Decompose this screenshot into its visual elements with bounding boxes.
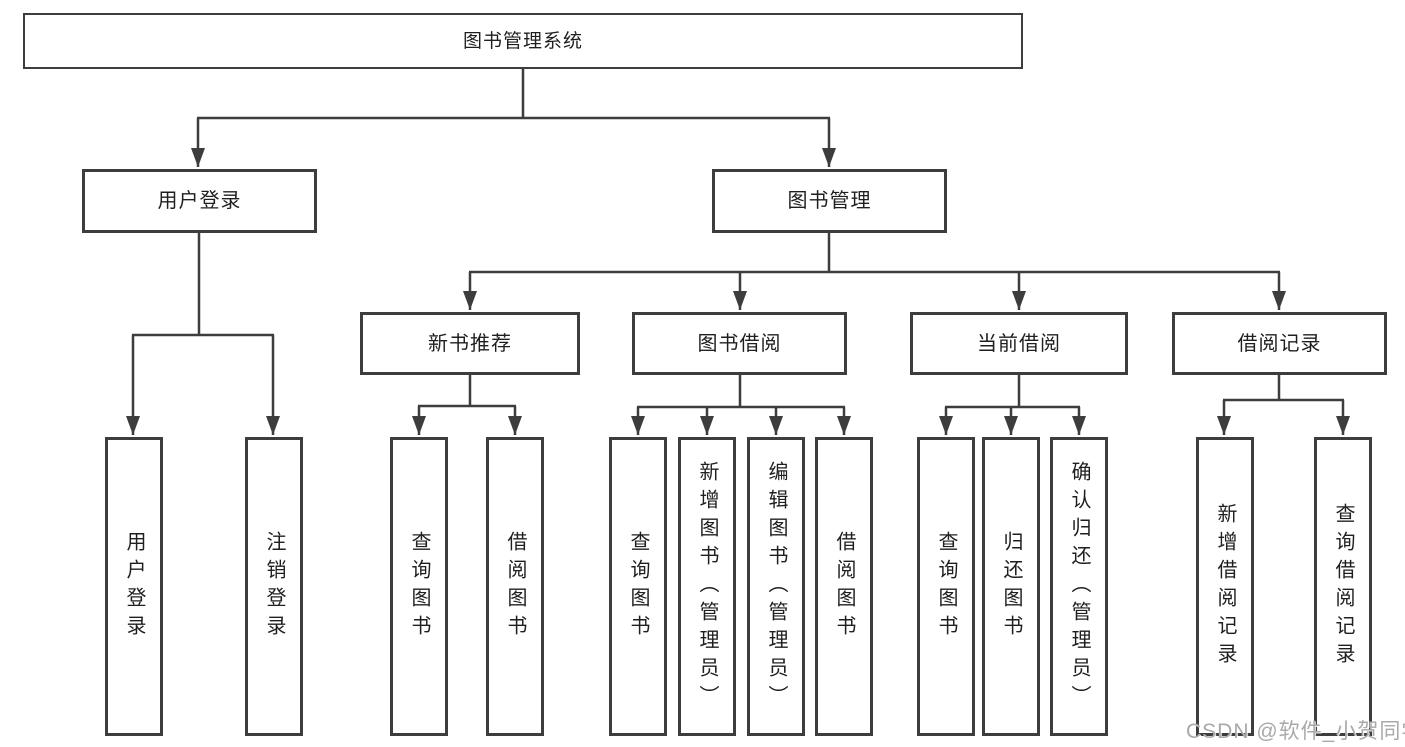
leaf-user-login: 用户登录 bbox=[105, 437, 163, 736]
node-borrow-records: 借阅记录 bbox=[1172, 312, 1387, 375]
leaf-confirm-return-admin: 确认归还（管理员） bbox=[1050, 437, 1108, 736]
node-book-management: 图书管理 bbox=[712, 169, 947, 233]
leaf-return-book: 归还图书 bbox=[982, 437, 1040, 736]
node-root: 图书管理系统 bbox=[23, 13, 1023, 69]
leaf-query-books-recommend: 查询图书 bbox=[390, 437, 448, 736]
leaf-edit-book-admin: 编辑图书（管理员） bbox=[747, 437, 805, 736]
node-user-login: 用户登录 bbox=[82, 169, 317, 233]
leaf-query-books-current: 查询图书 bbox=[917, 437, 975, 736]
leaf-add-borrow-record: 新增借阅记录 bbox=[1196, 437, 1254, 736]
leaf-logout: 注销登录 bbox=[245, 437, 303, 736]
watermark: CSDN @软件_小贺同学 bbox=[1186, 720, 1405, 743]
node-current-borrow: 当前借阅 bbox=[910, 312, 1128, 375]
node-new-book-recommend: 新书推荐 bbox=[360, 312, 580, 375]
leaf-borrow-books: 借阅图书 bbox=[815, 437, 873, 736]
leaf-query-books-borrow: 查询图书 bbox=[609, 437, 667, 736]
leaf-query-borrow-record: 查询借阅记录 bbox=[1314, 437, 1372, 736]
leaf-borrow-books-recommend: 借阅图书 bbox=[486, 437, 544, 736]
node-book-borrow: 图书借阅 bbox=[632, 312, 847, 375]
leaf-add-book-admin: 新增图书（管理员） bbox=[678, 437, 736, 736]
